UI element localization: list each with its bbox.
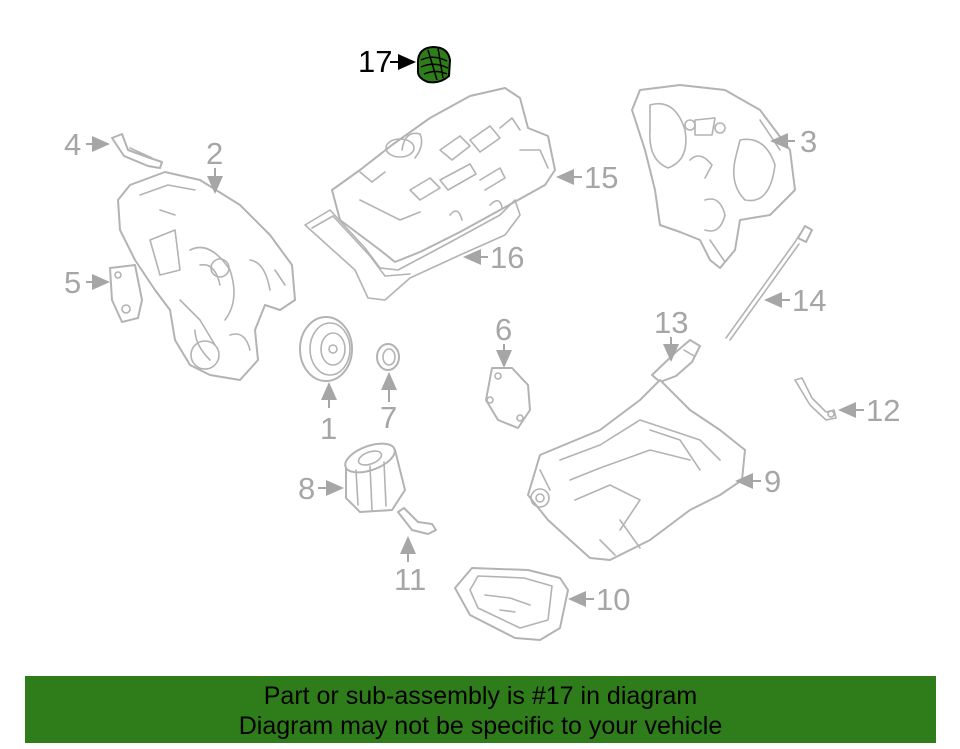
callout-16: 16 — [490, 240, 524, 275]
part-12-bracket[interactable] — [794, 377, 837, 421]
callout-9: 9 — [764, 464, 781, 499]
callout-4: 4 — [64, 127, 81, 162]
part-6-gasket[interactable] — [485, 367, 531, 429]
part-9-oil-pan-upper[interactable] — [527, 379, 746, 561]
banner-line-2: Diagram may not be specific to your vehi… — [238, 712, 723, 740]
part-1-crank-pulley[interactable] — [299, 316, 353, 382]
banner-line-1: Part or sub-assembly is #17 in diagram — [263, 682, 698, 710]
info-banner: Part or sub-assembly is #17 in diagram D… — [25, 676, 936, 743]
part-5-gasket[interactable] — [109, 264, 143, 323]
part-4-sensor[interactable] — [111, 133, 163, 169]
callout-10: 10 — [596, 582, 630, 617]
callout-7: 7 — [380, 400, 397, 435]
part-11-baffle[interactable] — [397, 507, 437, 535]
part-16-valve-cover-gasket[interactable] — [304, 199, 521, 301]
part-8-oil-filter[interactable] — [341, 438, 406, 513]
callout-17: 17 — [358, 44, 392, 79]
engine-parts-diagram: 17 4 2 3 15 16 5 14 6 13 1 7 12 9 8 11 1… — [64, 44, 900, 641]
callout-arrows — [86, 54, 864, 607]
callout-15: 15 — [584, 160, 618, 195]
part-10-oil-pan-lower[interactable] — [454, 567, 569, 641]
callout-6: 6 — [495, 312, 512, 347]
part-2-timing-chain-case[interactable] — [117, 171, 296, 381]
callout-14: 14 — [792, 283, 826, 318]
callout-5: 5 — [64, 265, 81, 300]
part-13-oil-strainer[interactable] — [651, 339, 701, 383]
callout-11: 11 — [394, 562, 426, 597]
callout-8: 8 — [298, 471, 315, 506]
callout-labels: 17 4 2 3 15 16 5 14 6 13 1 7 12 9 8 11 1… — [64, 44, 900, 617]
part-3-rear-timing-cover[interactable] — [631, 84, 796, 269]
part-7-washer[interactable] — [376, 343, 400, 371]
callout-3: 3 — [800, 124, 817, 159]
callout-12: 12 — [866, 393, 900, 428]
callout-2: 2 — [206, 136, 223, 171]
part-15-valve-cover[interactable] — [331, 87, 556, 263]
callout-1: 1 — [320, 411, 337, 446]
callout-13: 13 — [654, 305, 688, 340]
part-17-oil-filler-cap[interactable] — [416, 45, 452, 84]
